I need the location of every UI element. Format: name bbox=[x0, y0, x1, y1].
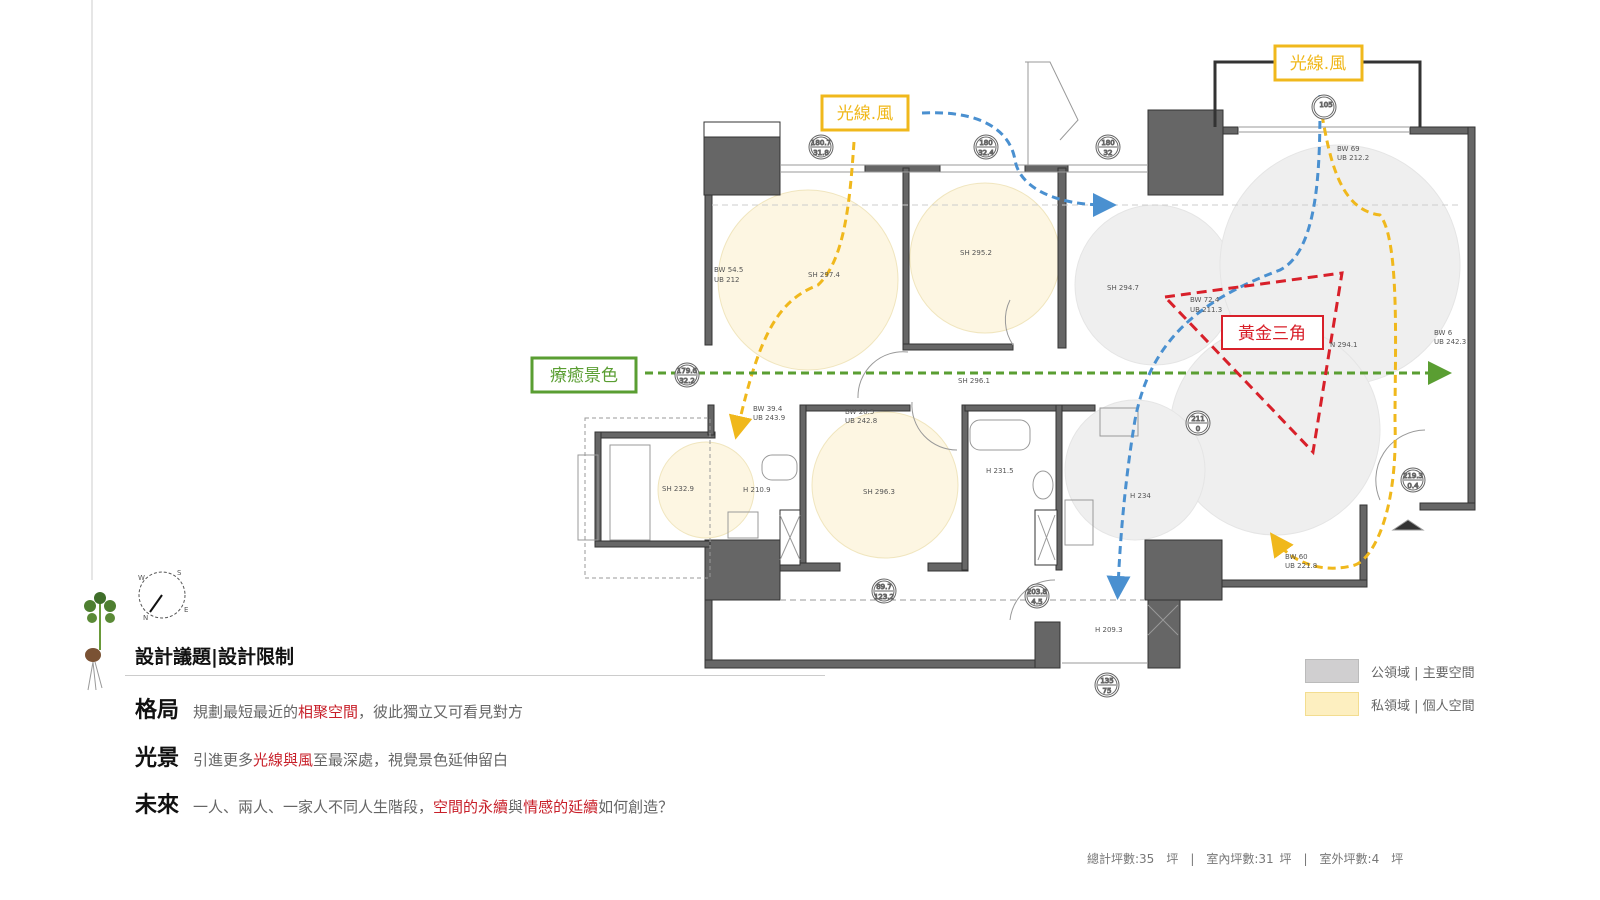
svg-text:W: W bbox=[138, 574, 145, 582]
svg-text:H 231.5: H 231.5 bbox=[986, 467, 1014, 475]
svg-text:S: S bbox=[177, 569, 182, 577]
divider bbox=[125, 675, 825, 676]
svg-text:療癒景色: 療癒景色 bbox=[550, 366, 618, 386]
legend-label: 私領域 | 個人空間 bbox=[1371, 698, 1475, 714]
issue-row-layout: 格局 規劃最短最近的相聚空間，彼此獨立又可看見對方 bbox=[135, 692, 523, 724]
svg-text:179.6: 179.6 bbox=[677, 367, 698, 375]
callout-golden-triangle: 黃金三角 bbox=[1221, 315, 1324, 350]
level-marker: 203.8 4.5 bbox=[1024, 583, 1050, 609]
level-marker: 89.7 123.2 bbox=[871, 578, 897, 604]
svg-text:UB 242.8: UB 242.8 bbox=[845, 417, 877, 425]
svg-text:219.3: 219.3 bbox=[1403, 472, 1423, 480]
svg-text:UB 212.2: UB 212.2 bbox=[1337, 154, 1369, 162]
svg-text:123.2: 123.2 bbox=[874, 593, 894, 601]
svg-text:SH 295.2: SH 295.2 bbox=[960, 249, 992, 257]
svg-text:89.7: 89.7 bbox=[876, 583, 892, 591]
svg-text:N 294.1: N 294.1 bbox=[1330, 341, 1358, 349]
svg-text:BW 72.4: BW 72.4 bbox=[1190, 296, 1220, 304]
svg-text:UB 212: UB 212 bbox=[714, 276, 740, 284]
svg-text:SH 294.7: SH 294.7 bbox=[1107, 284, 1139, 292]
svg-text:180: 180 bbox=[1101, 139, 1114, 147]
svg-text:BW 69: BW 69 bbox=[1337, 145, 1360, 153]
legend-public: 公領域 | 主要空間 bbox=[1305, 659, 1475, 683]
svg-text:H 209.3: H 209.3 bbox=[1095, 626, 1123, 634]
svg-text:BW 39.4: BW 39.4 bbox=[753, 405, 783, 413]
svg-text:32.2: 32.2 bbox=[679, 377, 695, 385]
svg-text:75: 75 bbox=[1103, 687, 1112, 695]
level-marker: 219.3 0.4 bbox=[1400, 467, 1426, 493]
svg-text:BW 6: BW 6 bbox=[1434, 329, 1453, 337]
light-path-left bbox=[728, 141, 856, 440]
svg-text:SH 232.9: SH 232.9 bbox=[662, 485, 694, 493]
svg-text:BW 54.5: BW 54.5 bbox=[714, 266, 743, 274]
svg-text:SH 296.3: SH 296.3 bbox=[863, 488, 895, 496]
level-marker: 105 bbox=[1311, 94, 1337, 120]
issue-key: 未來 bbox=[135, 793, 180, 818]
issue-key: 光景 bbox=[135, 746, 180, 771]
svg-text:180: 180 bbox=[979, 139, 992, 147]
light-path-right bbox=[1269, 114, 1398, 570]
section-title: 設計議題|設計限制 bbox=[135, 646, 294, 668]
svg-text:135: 135 bbox=[1100, 677, 1113, 685]
svg-text:211: 211 bbox=[1191, 415, 1204, 423]
issue-row-future: 未來 一人、兩人、一家人不同人生階段，空間的永續與情感的延續如何創造？ bbox=[135, 787, 673, 819]
svg-text:UB 242.3: UB 242.3 bbox=[1434, 338, 1466, 346]
svg-text:0: 0 bbox=[1196, 425, 1200, 433]
issue-text: 規劃最短最近的相聚空間，彼此獨立又可看見對方 bbox=[193, 703, 524, 721]
svg-text:H 210.9: H 210.9 bbox=[743, 486, 771, 494]
legend-swatch bbox=[1305, 692, 1359, 716]
dimension-labels: BW 54.5 UB 212 SH 297.4 SH 295.2 SH 296.… bbox=[662, 145, 1466, 634]
svg-text:32: 32 bbox=[1104, 149, 1113, 157]
svg-text:203.8: 203.8 bbox=[1027, 588, 1047, 596]
issue-key: 格局 bbox=[135, 698, 180, 723]
svg-text:UB 221.8: UB 221.8 bbox=[1285, 562, 1317, 570]
golden-triangle-shape bbox=[1161, 271, 1344, 456]
callout-light-wind-left: 光線.風 bbox=[820, 94, 910, 132]
svg-text:4.5: 4.5 bbox=[1031, 598, 1042, 606]
public-zones bbox=[1064, 144, 1461, 541]
svg-text:光線.風: 光線.風 bbox=[837, 104, 893, 124]
wind-path-right bbox=[1106, 94, 1322, 600]
svg-text:光線.風: 光線.風 bbox=[1290, 54, 1346, 74]
issue-text: 一人、兩人、一家人不同人生階段，空間的永續與情感的延續如何創造？ bbox=[193, 798, 674, 816]
area-summary: 總計坪數:35 坪 | 室內坪數:31 坪 | 室外坪數:4 坪 bbox=[1087, 852, 1404, 866]
svg-text:黃金三角: 黃金三角 bbox=[1238, 324, 1306, 344]
svg-text:E: E bbox=[184, 606, 188, 614]
level-marker: 180 32.4 bbox=[973, 134, 999, 160]
compass-icon: N S E W bbox=[138, 569, 188, 622]
svg-text:32.4: 32.4 bbox=[978, 149, 994, 157]
issue-text: 引進更多光線與風至最深處，視覺景色延伸留白 bbox=[193, 751, 509, 769]
level-marker: 179.6 32.2 bbox=[674, 362, 700, 388]
svg-text:UB 243.9: UB 243.9 bbox=[753, 414, 785, 422]
legend-private: 私領域 | 個人空間 bbox=[1305, 692, 1475, 716]
callout-healing-view: 療癒景色 bbox=[530, 356, 638, 394]
legend-label: 公領域 | 主要空間 bbox=[1371, 665, 1475, 681]
walls bbox=[594, 109, 1476, 669]
private-zones bbox=[657, 182, 1061, 559]
sapling-icon bbox=[84, 592, 116, 691]
svg-text:31.8: 31.8 bbox=[813, 149, 829, 157]
svg-text:0.4: 0.4 bbox=[1407, 482, 1419, 490]
svg-text:105: 105 bbox=[1319, 101, 1332, 109]
issue-row-light: 光景 引進更多光線與風至最深處，視覺景色延伸留白 bbox=[135, 740, 508, 772]
svg-text:SH 296.1: SH 296.1 bbox=[958, 377, 990, 385]
plan-lines bbox=[577, 60, 1460, 664]
callout-light-wind-right: 光線.風 bbox=[1273, 44, 1364, 82]
svg-text:N: N bbox=[143, 614, 148, 622]
svg-text:BW 26.5: BW 26.5 bbox=[845, 408, 874, 416]
wind-path-top bbox=[921, 111, 1117, 217]
svg-text:H 234: H 234 bbox=[1130, 492, 1151, 500]
svg-text:UB 211.3: UB 211.3 bbox=[1190, 306, 1222, 314]
level-marker: 180.7 31.8 bbox=[808, 134, 834, 160]
svg-text:BW 60: BW 60 bbox=[1285, 553, 1308, 561]
legend-swatch bbox=[1305, 659, 1359, 683]
svg-text:SH 297.4: SH 297.4 bbox=[808, 271, 841, 279]
svg-text:180.7: 180.7 bbox=[811, 139, 831, 147]
